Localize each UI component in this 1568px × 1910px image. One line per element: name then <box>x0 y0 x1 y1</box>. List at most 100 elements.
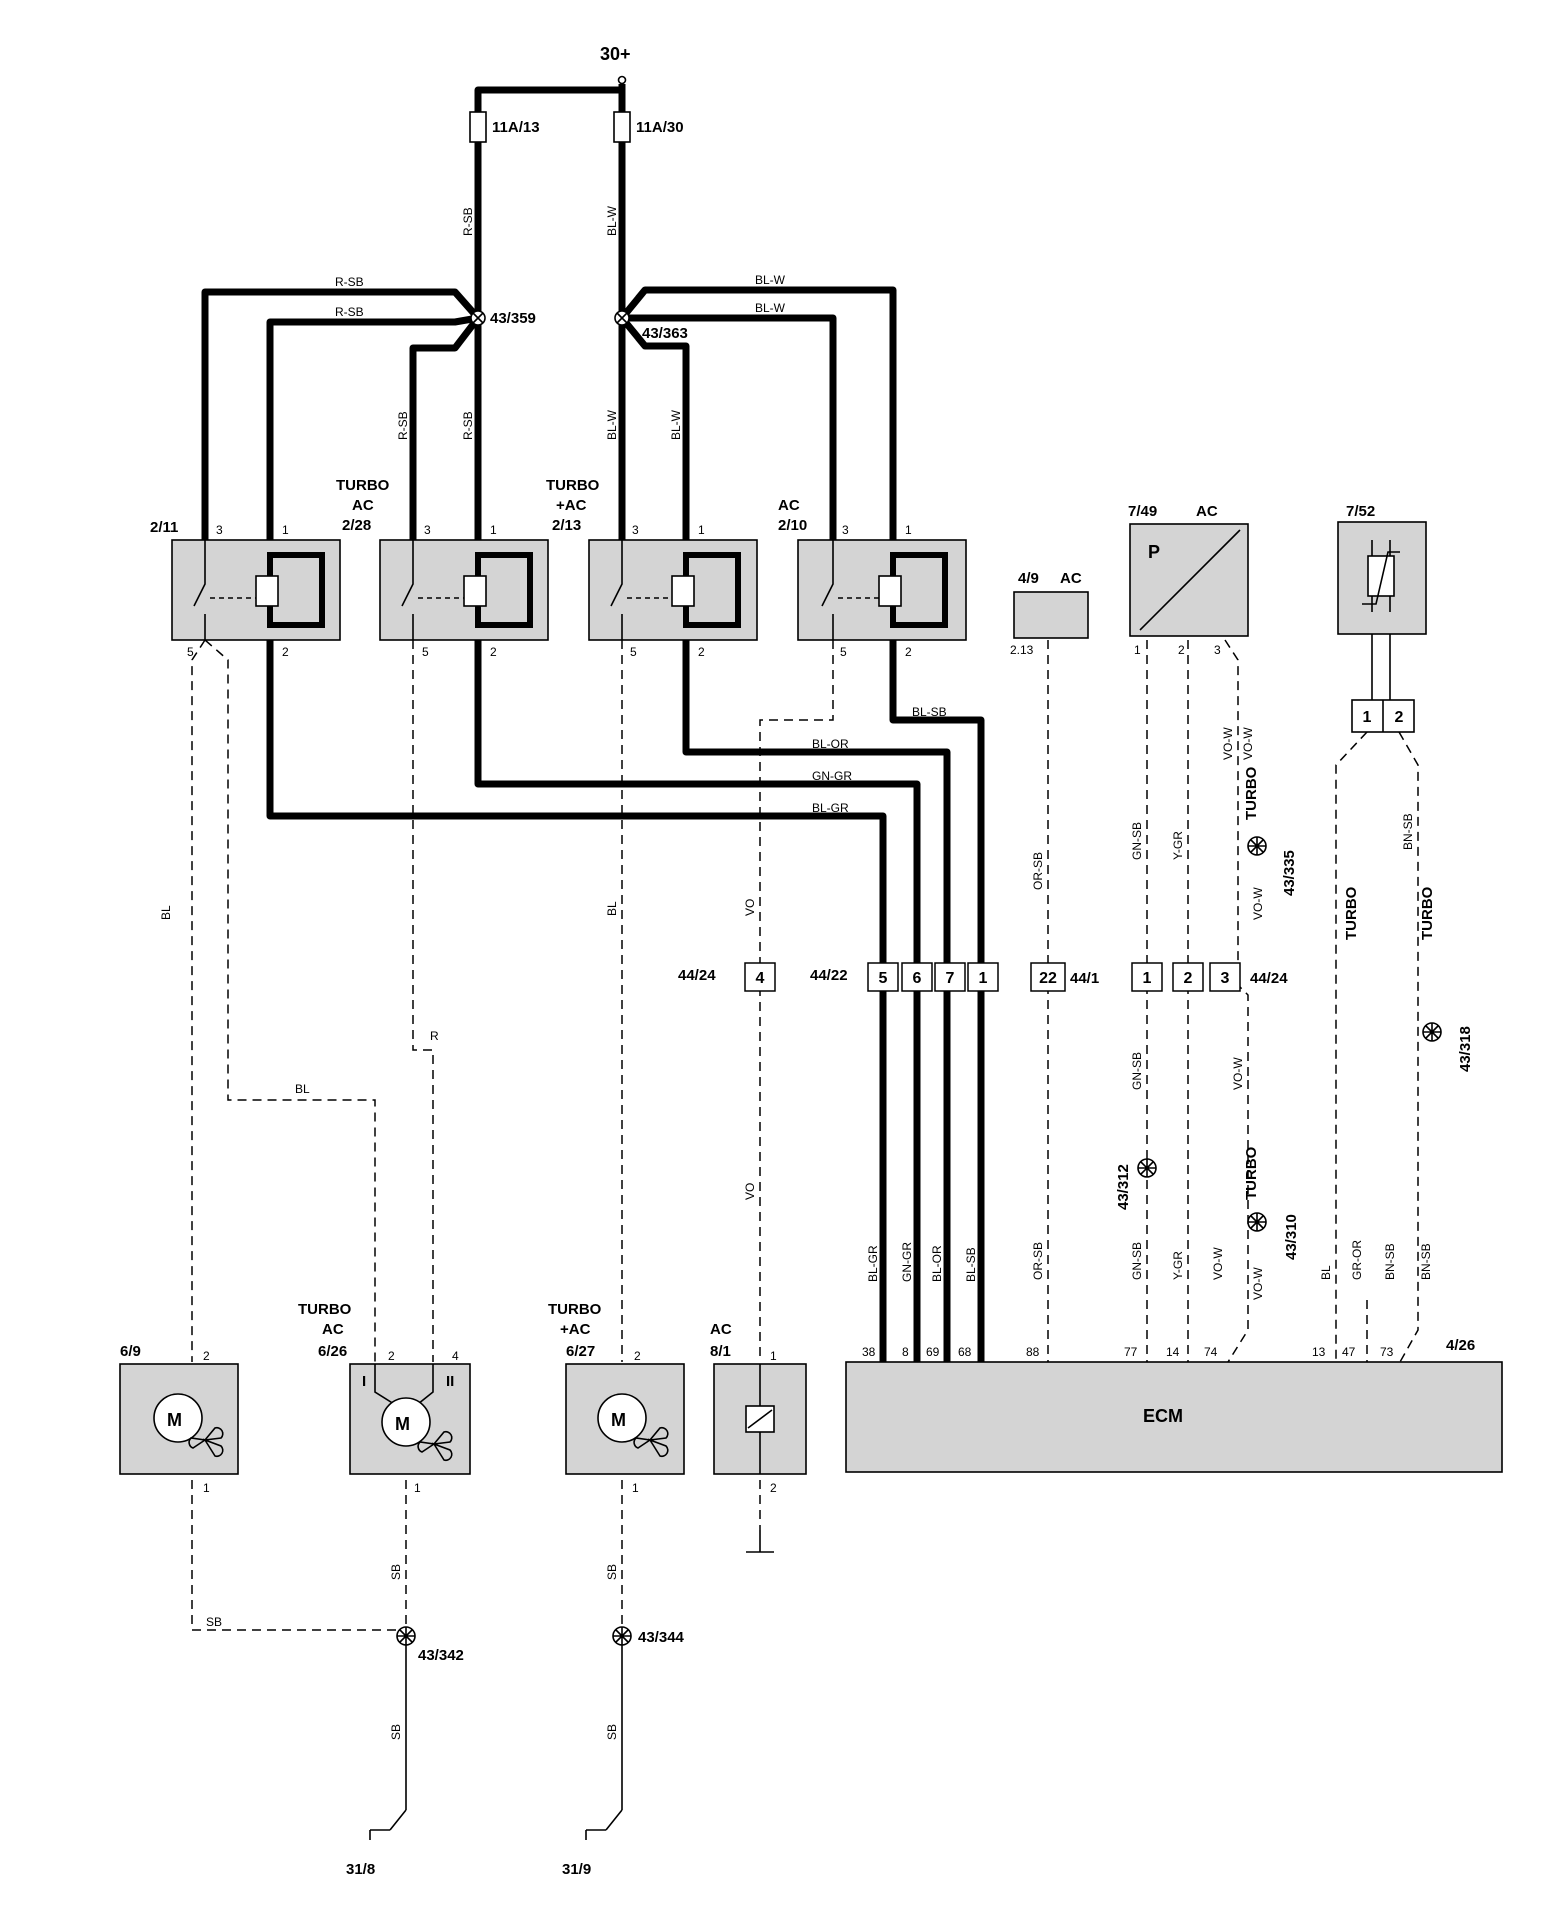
svg-text:I: I <box>362 1373 366 1390</box>
svg-text:3: 3 <box>1221 970 1230 987</box>
svg-text:2/13: 2/13 <box>552 517 581 534</box>
splice-43-344: 43/344 <box>612 1626 685 1646</box>
svg-text:7: 7 <box>946 970 955 987</box>
splice-43-363-label: 43/363 <box>642 325 688 342</box>
svg-text:1: 1 <box>414 1481 421 1495</box>
wire-label: GN-GR <box>812 769 852 783</box>
svg-text:13: 13 <box>1312 1345 1326 1359</box>
motors: 6/9 2 M 1 TURBO AC 6/26 2 4 I II M 1 TUR… <box>119 1301 807 1495</box>
svg-text:1: 1 <box>203 1481 210 1495</box>
svg-text:BN-SB: BN-SB <box>1383 1243 1397 1280</box>
svg-text:SB: SB <box>605 1564 619 1580</box>
svg-text:II: II <box>446 1373 454 1390</box>
svg-text:Y-GR: Y-GR <box>1171 1251 1185 1280</box>
svg-text:R: R <box>430 1029 439 1043</box>
supply-section: 30+ 11A/13 11A/30 <box>469 44 684 143</box>
svg-text:GN-SB: GN-SB <box>1130 1242 1144 1280</box>
splice-43-312: 43/312 <box>1115 1158 1157 1210</box>
svg-text:AC: AC <box>778 497 800 514</box>
svg-text:BL: BL <box>1319 1265 1333 1280</box>
svg-text:VO-W: VO-W <box>1221 727 1235 760</box>
relay-code: 2/11 <box>150 519 178 536</box>
svg-text:TURBO: TURBO <box>336 477 390 494</box>
svg-text:VO-W: VO-W <box>1251 887 1265 920</box>
svg-text:4: 4 <box>452 1349 459 1363</box>
svg-text:43/344: 43/344 <box>638 1629 685 1646</box>
svg-text:5: 5 <box>187 645 194 659</box>
svg-text:BL-GR: BL-GR <box>866 1245 880 1282</box>
wire-label: R-SB <box>396 411 410 440</box>
svg-text:TURBO: TURBO <box>1243 766 1260 820</box>
svg-text:SB: SB <box>206 1615 222 1629</box>
relay-2-13: TURBO +AC 2/13 3 1 5 2 <box>546 477 758 659</box>
svg-text:6/27: 6/27 <box>566 1343 595 1360</box>
svg-text:2: 2 <box>203 1349 210 1363</box>
splice-43-342: 43/342 <box>396 1626 464 1664</box>
fuse-11a30 <box>613 111 631 143</box>
svg-text:2: 2 <box>770 1481 777 1495</box>
svg-text:2: 2 <box>905 645 912 659</box>
splice-43-310: 43/310 <box>1247 1212 1300 1260</box>
svg-text:M: M <box>395 1414 410 1434</box>
svg-text:AC: AC <box>352 497 374 514</box>
fuse-11a13 <box>469 111 487 143</box>
svg-text:AC: AC <box>1196 503 1218 520</box>
svg-text:2: 2 <box>634 1349 641 1363</box>
svg-text:VO-W: VO-W <box>1211 1247 1225 1280</box>
svg-text:5: 5 <box>422 645 429 659</box>
svg-text:TURBO: TURBO <box>1419 886 1436 940</box>
sensor-4-9: 4/9 AC 2.13 <box>1010 570 1089 657</box>
svg-text:1: 1 <box>1143 970 1152 987</box>
svg-text:VO: VO <box>743 1183 757 1200</box>
svg-text:43/318: 43/318 <box>1457 1026 1474 1072</box>
svg-text:38: 38 <box>862 1345 876 1359</box>
svg-text:3: 3 <box>216 523 223 537</box>
svg-text:1: 1 <box>632 1481 639 1495</box>
svg-text:+AC: +AC <box>560 1321 591 1338</box>
lower-splices: 43/335 43/318 43/312 43/310 43/342 43/34… <box>396 836 1474 1664</box>
svg-text:OR-SB: OR-SB <box>1031 1242 1045 1280</box>
motor-6-9: 6/9 2 M 1 <box>119 1343 239 1495</box>
svg-text:BN-SB: BN-SB <box>1419 1243 1433 1280</box>
svg-text:TURBO: TURBO <box>298 1301 352 1318</box>
wire-label: R-SB <box>335 305 364 319</box>
svg-text:1: 1 <box>698 523 705 537</box>
svg-text:TURBO: TURBO <box>1343 886 1360 940</box>
motor-6-26: TURBO AC 6/26 2 4 I II M 1 <box>298 1301 471 1495</box>
svg-text:1: 1 <box>282 523 289 537</box>
svg-text:BL: BL <box>159 905 173 920</box>
svg-text:AC: AC <box>1060 570 1082 587</box>
svg-text:44/24: 44/24 <box>678 967 716 984</box>
power-wires <box>201 84 985 1362</box>
svg-text:88: 88 <box>1026 1345 1040 1359</box>
upper-wire-labels: R-SB R-SB BL-W BL-W R-SB BL-W R-SB R-SB … <box>335 205 947 815</box>
relay-2-11: 2/11 3 1 5 2 <box>150 519 341 659</box>
svg-text:Y-GR: Y-GR <box>1171 831 1185 860</box>
svg-text:1: 1 <box>979 970 988 987</box>
splice-43-318: 43/318 <box>1422 1022 1474 1072</box>
svg-text:43/335: 43/335 <box>1281 850 1298 896</box>
ground-31-9: 31/9 <box>562 1861 591 1878</box>
wire-label: BL-W <box>605 205 619 236</box>
svg-text:OR-SB: OR-SB <box>1031 852 1045 890</box>
wire-label: BL-W <box>605 409 619 440</box>
pressure-sensor-7-49: 7/49 AC P 1 2 3 <box>1128 503 1249 657</box>
svg-text:5: 5 <box>840 645 847 659</box>
svg-text:44/1: 44/1 <box>1070 970 1099 987</box>
svg-text:BL: BL <box>295 1082 310 1096</box>
connectors: 44/24 4 44/22 5 6 7 1 22 44/1 1 2 3 44/2… <box>678 962 1288 992</box>
svg-text:22: 22 <box>1039 970 1057 987</box>
wire-label: BL-GR <box>812 801 849 815</box>
svg-text:77: 77 <box>1124 1345 1138 1359</box>
svg-text:BL-OR: BL-OR <box>930 1245 944 1282</box>
svg-text:68: 68 <box>958 1345 972 1359</box>
ground-31-8: 31/8 <box>346 1861 375 1878</box>
svg-text:VO: VO <box>743 899 757 916</box>
svg-text:4: 4 <box>756 970 765 987</box>
svg-text:SB: SB <box>605 1724 619 1740</box>
relay-2-10: AC 2/10 3 1 5 2 <box>778 497 967 659</box>
svg-text:M: M <box>611 1410 626 1430</box>
svg-text:5: 5 <box>630 645 637 659</box>
svg-text:BL-SB: BL-SB <box>964 1247 978 1282</box>
svg-text:43/312: 43/312 <box>1115 1164 1132 1210</box>
